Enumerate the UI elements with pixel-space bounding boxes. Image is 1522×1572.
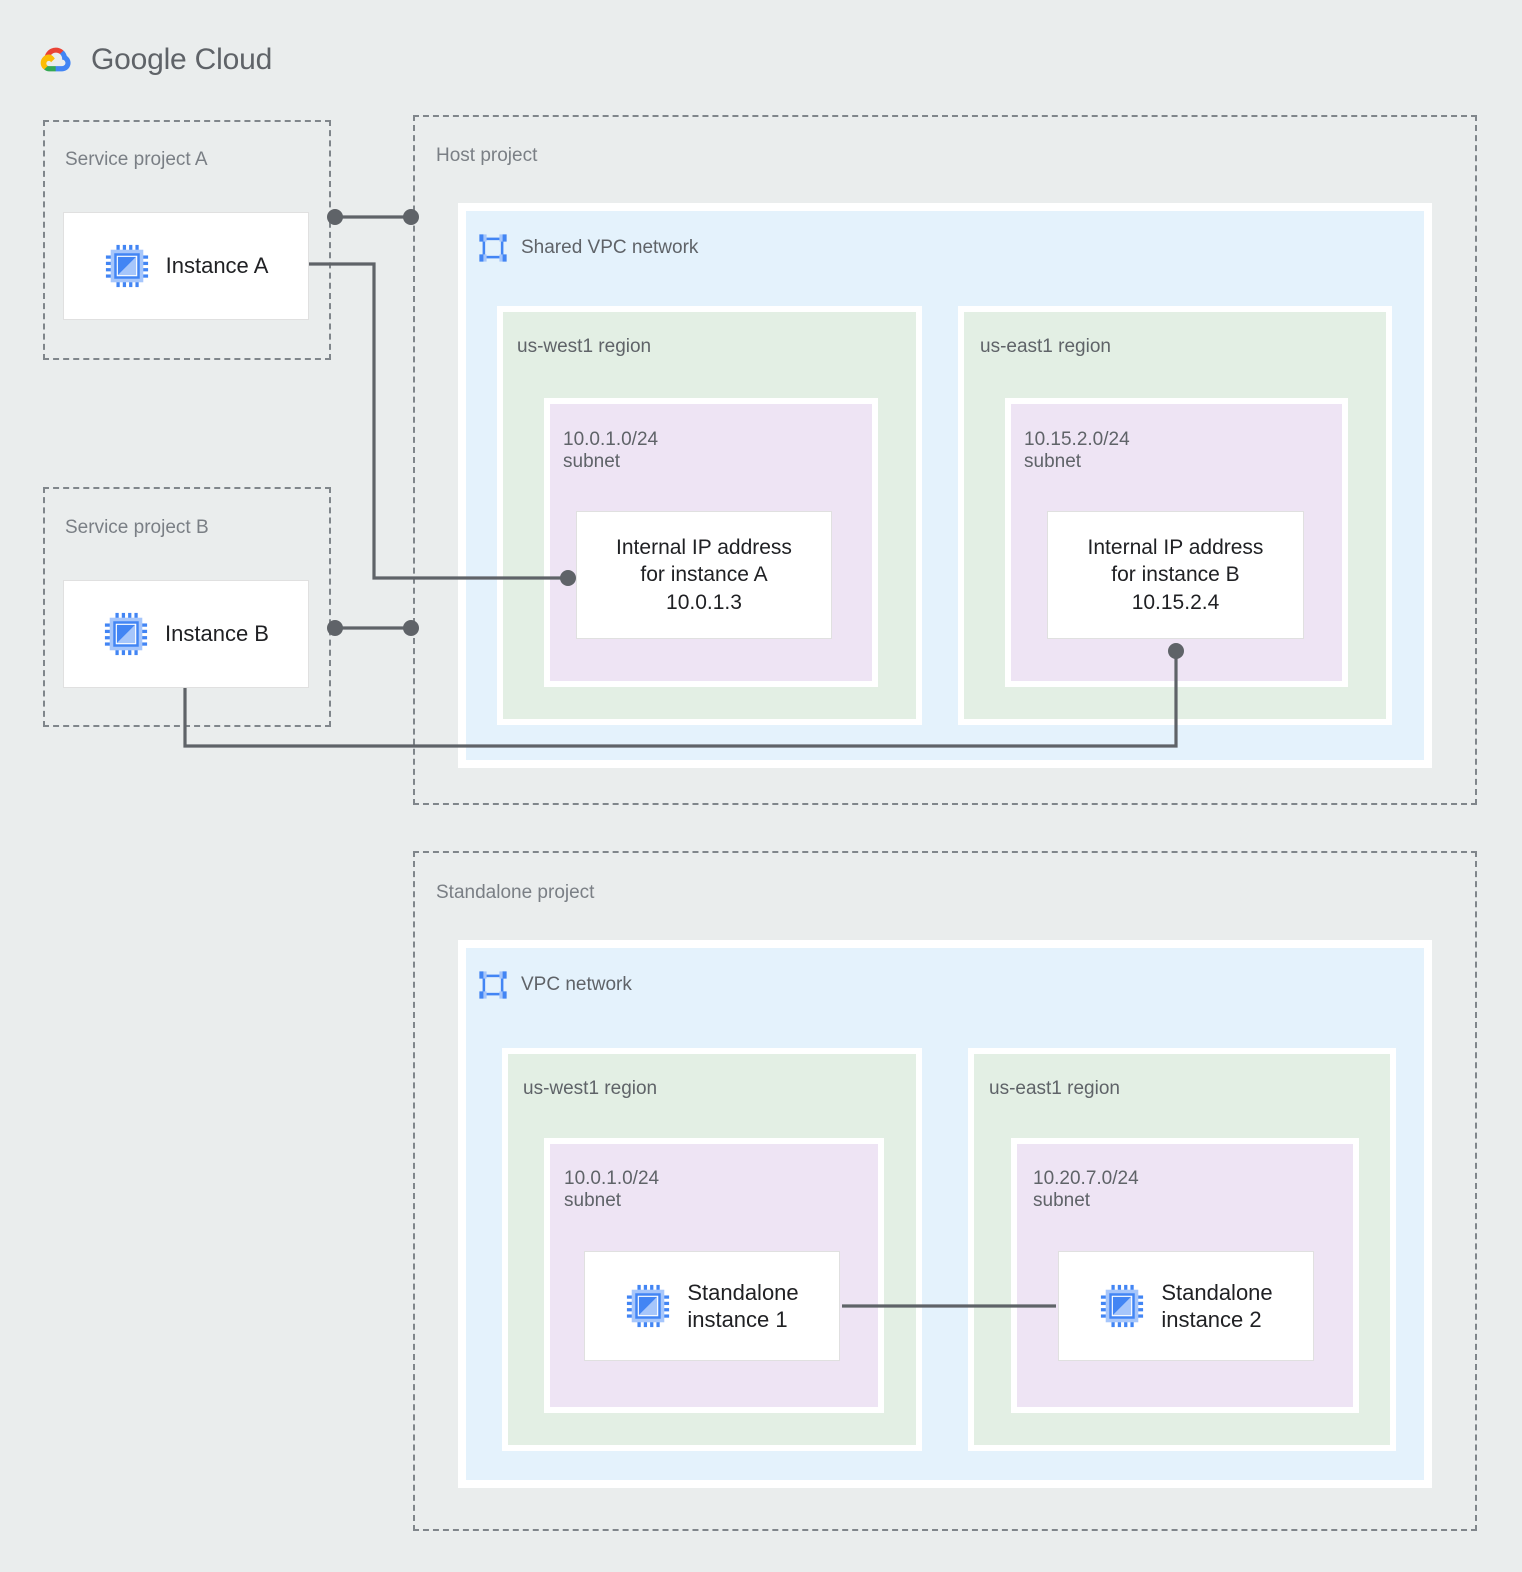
vpc-network-icon bbox=[479, 234, 507, 262]
compute-instance-icon bbox=[627, 1284, 670, 1328]
instance-a-label: Instance A bbox=[165, 253, 269, 279]
standalone-instance-2-card[interactable]: Standalone instance 2 bbox=[1058, 1251, 1314, 1361]
service-project-b-label: Service project B bbox=[65, 517, 209, 538]
host-project-label: Host project bbox=[436, 145, 538, 166]
brand-name-cloud: Cloud bbox=[186, 43, 273, 76]
standalone-vpc-network-label: VPC network bbox=[521, 974, 632, 995]
internal-ip-instance-b-text: Internal IP address for instance B 10.15… bbox=[1087, 536, 1264, 614]
standalone-instance-1-label: Standalone instance 1 bbox=[687, 1279, 799, 1333]
internal-ip-instance-a-card: Internal IP address for instance A 10.0.… bbox=[576, 511, 832, 639]
standalone-region-us-east1-label: us-east1 region bbox=[989, 1078, 1120, 1099]
standalone-instance-2-label: Standalone instance 2 bbox=[1161, 1279, 1273, 1333]
standalone-region-us-west1-label: us-west1 region bbox=[523, 1078, 658, 1099]
service-project-a-label: Service project A bbox=[65, 149, 208, 170]
shared-subnet-us-east1-label: 10.15.2.0/24 subnet bbox=[1024, 429, 1130, 473]
standalone-subnet-us-west1-label: 10.0.1.0/24 subnet bbox=[564, 1168, 660, 1212]
brand-logo: Google Cloud bbox=[33, 38, 272, 82]
shared-vpc-network-label: Shared VPC network bbox=[521, 237, 699, 258]
service-project-a-boundary bbox=[43, 120, 331, 360]
standalone-vpc-network-header: VPC network bbox=[477, 969, 632, 1001]
shared-region-us-east1-label: us-east1 region bbox=[980, 336, 1111, 357]
internal-ip-instance-b-card: Internal IP address for instance B 10.15… bbox=[1047, 511, 1304, 639]
google-cloud-logo-icon bbox=[40, 47, 71, 72]
shared-vpc-network-header: Shared VPC network bbox=[477, 232, 698, 264]
internal-ip-instance-a-text: Internal IP address for instance A 10.0.… bbox=[616, 536, 792, 614]
instance-b-label: Instance B bbox=[165, 621, 269, 647]
standalone-project-label: Standalone project bbox=[436, 882, 595, 903]
compute-instance-icon bbox=[104, 612, 148, 656]
compute-instance-icon bbox=[105, 244, 148, 288]
brand-name-google: Google bbox=[91, 43, 187, 76]
shared-subnet-us-west1-label: 10.0.1.0/24 subnet bbox=[563, 429, 659, 473]
compute-instance-icon bbox=[1101, 1284, 1144, 1328]
standalone-instance-1-card[interactable]: Standalone instance 1 bbox=[584, 1251, 840, 1361]
instance-a-card[interactable]: Instance A bbox=[63, 212, 309, 320]
vpc-network-icon bbox=[479, 971, 507, 999]
shared-region-us-west1-label: us-west1 region bbox=[517, 336, 652, 357]
instance-b-card[interactable]: Instance B bbox=[63, 580, 309, 688]
brand-wordmark: Google Cloud bbox=[91, 43, 272, 77]
standalone-subnet-us-east1-label: 10.20.7.0/24 subnet bbox=[1033, 1168, 1139, 1212]
standalone-project-boundary bbox=[413, 851, 1477, 1531]
